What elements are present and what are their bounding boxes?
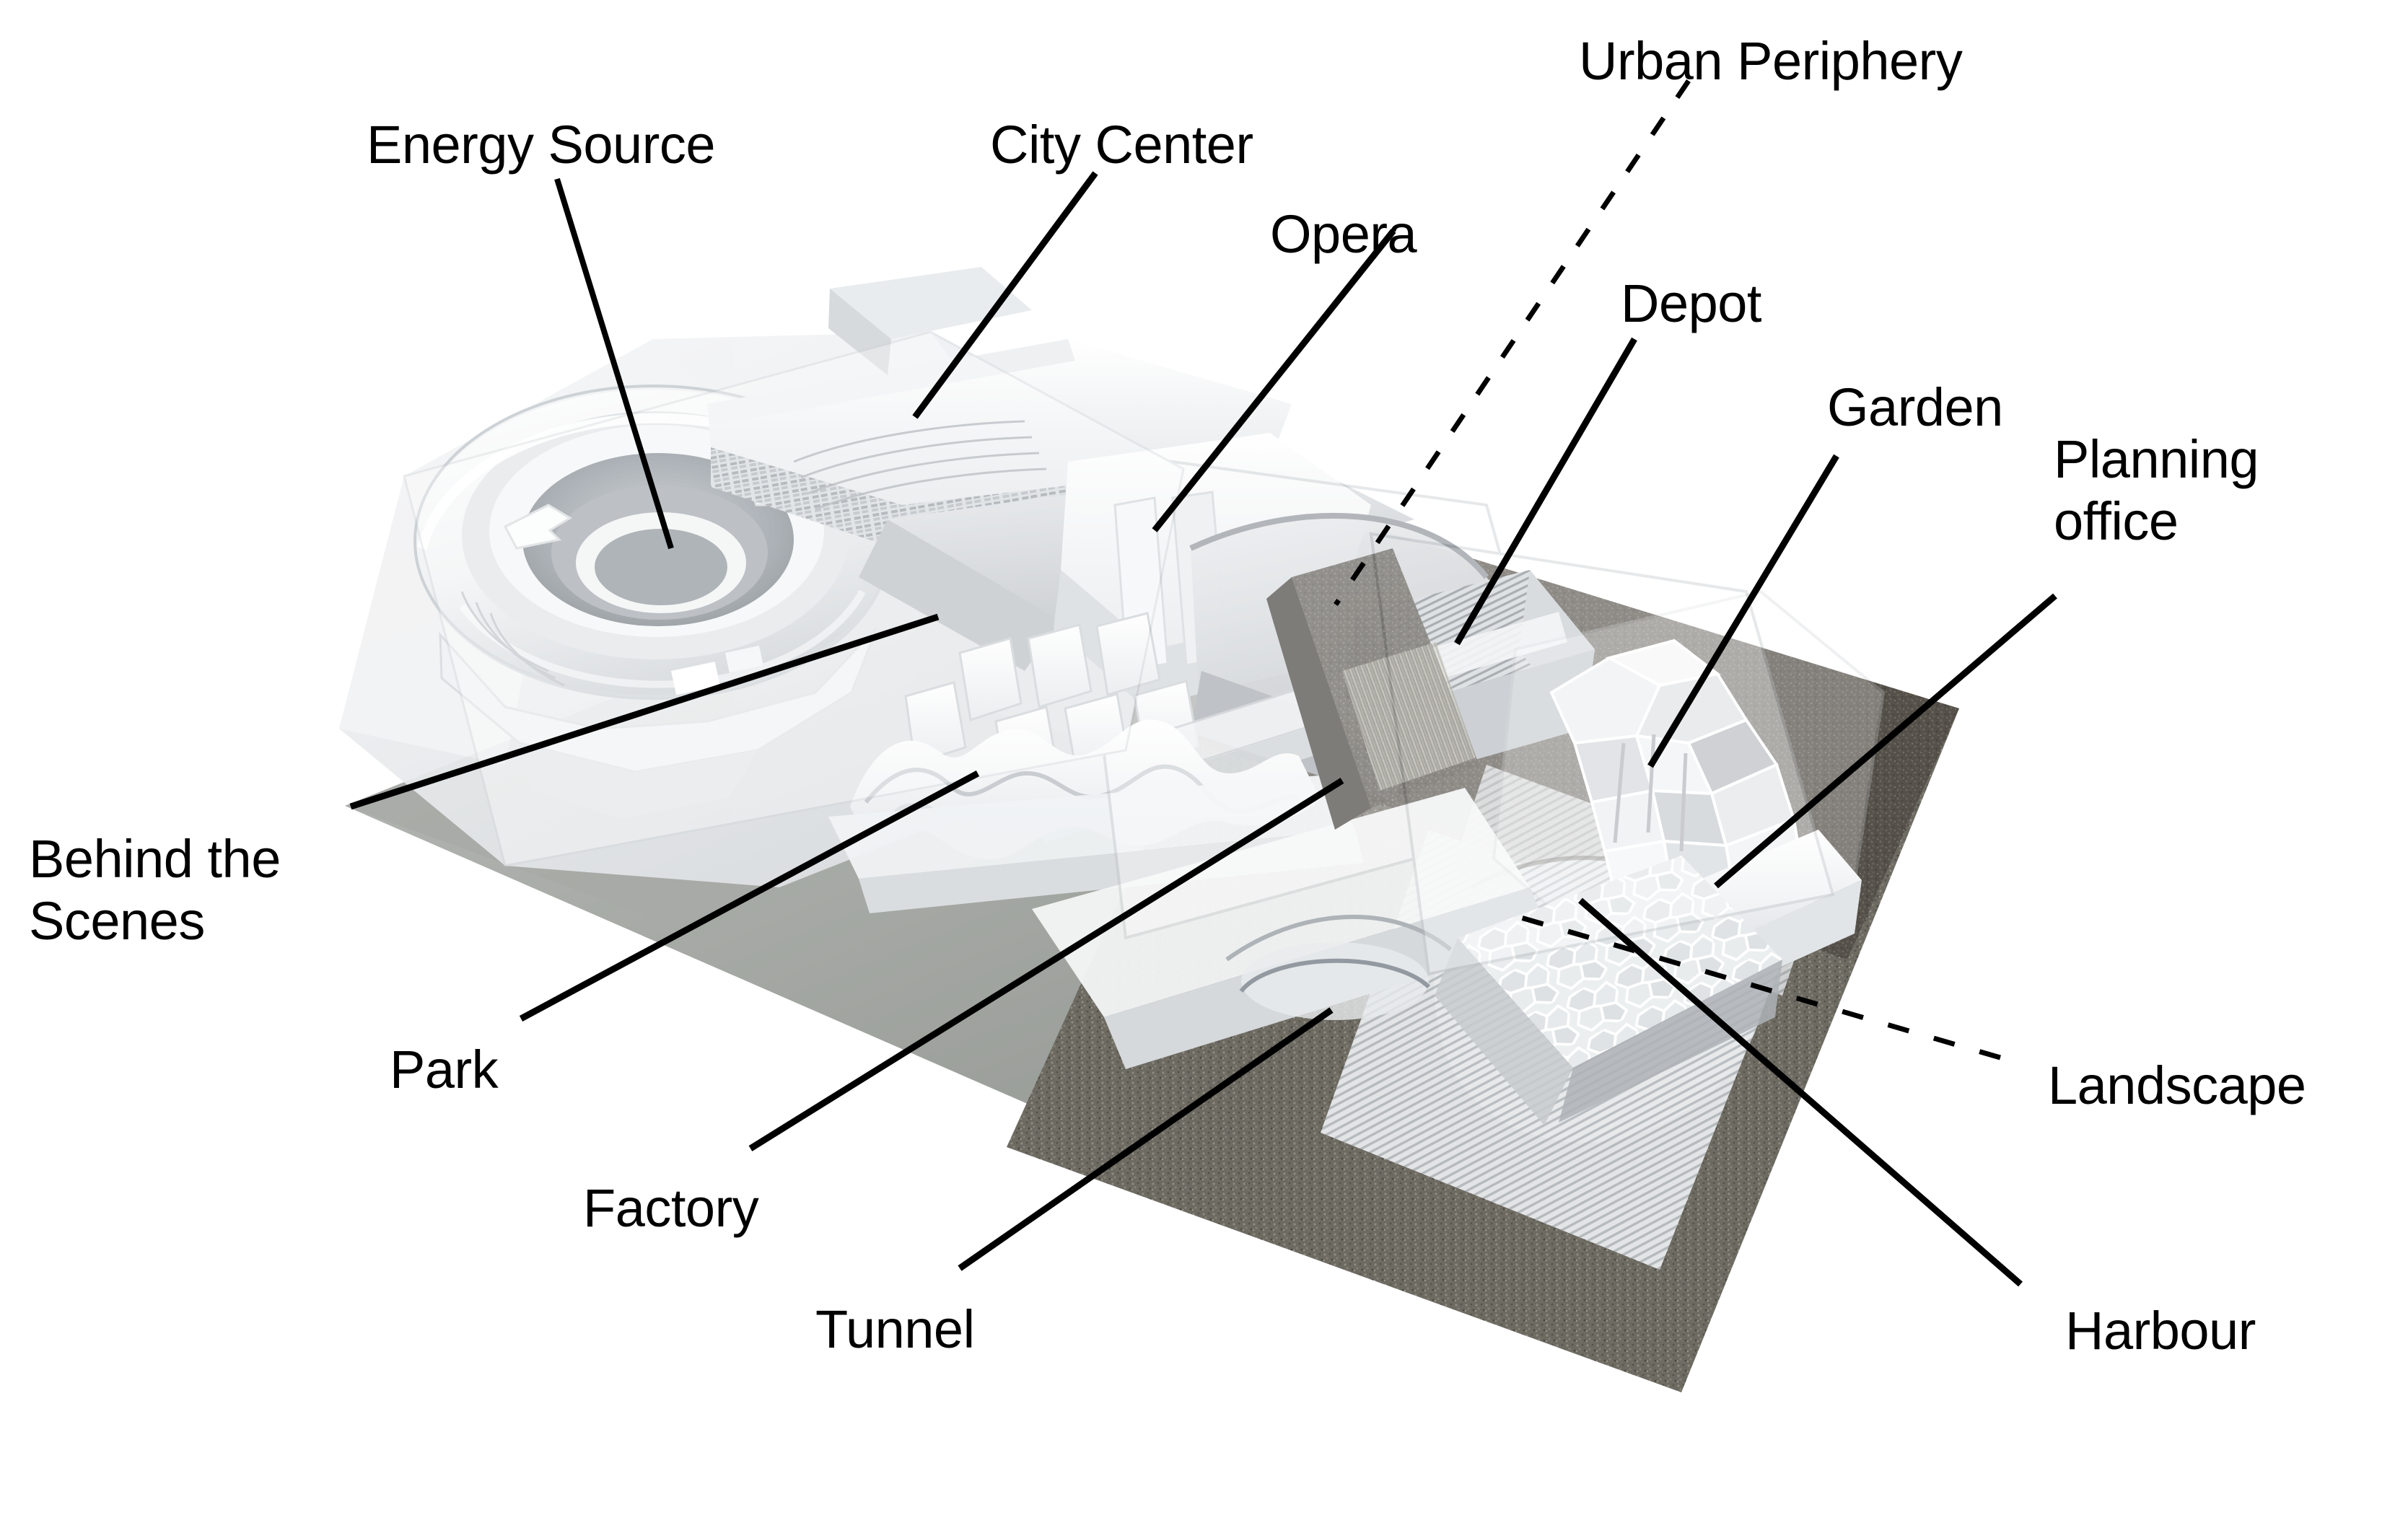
label-factory: Factory (583, 1178, 759, 1238)
label-energy-source: Energy Source (367, 115, 716, 175)
label-tunnel: Tunnel (815, 1299, 975, 1359)
label-landscape: Landscape (2048, 1055, 2306, 1115)
translucent-glass-volumes (403, 330, 1835, 976)
leader-energy-source (554, 177, 674, 550)
park-wave-form (828, 719, 1364, 913)
leader-factory (748, 778, 1344, 1151)
label-urban-periphery: Urban Periphery (1579, 31, 1963, 91)
harbour-voronoi-paving (1435, 856, 1782, 1125)
label-behind-the-scenes-line1: Behind the (29, 829, 281, 889)
urban-periphery-slot (1266, 548, 1479, 830)
leader-harbour (1578, 897, 2023, 1287)
leader-garden (1647, 454, 1839, 768)
label-planning-office-line2: office (2054, 491, 2179, 551)
tunnel-deck (1032, 788, 1551, 1069)
leader-urban-periphery (1334, 79, 1691, 606)
leader-behind-scenes (349, 613, 940, 810)
leader-landscape (1520, 915, 2001, 1060)
label-depot: Depot (1621, 273, 1761, 333)
label-park: Park (390, 1040, 499, 1099)
label-opera: Opera (1270, 204, 1417, 264)
label-city-center: City Center (990, 115, 1253, 175)
label-harbour: Harbour (2065, 1301, 2256, 1361)
leader-park (519, 770, 980, 1022)
leader-planning-office (1714, 593, 2057, 889)
leader-lines (349, 79, 2057, 1287)
label-garden: Garden (1827, 377, 2003, 437)
label-planning-office-line1: Planning (2054, 429, 2259, 489)
leader-tunnel (958, 1007, 1334, 1271)
label-behind-the-scenes-line2: Scenes (29, 891, 205, 951)
leader-depot (1454, 337, 1637, 646)
leader-opera (1152, 229, 1396, 532)
leader-city-center (912, 171, 1098, 419)
